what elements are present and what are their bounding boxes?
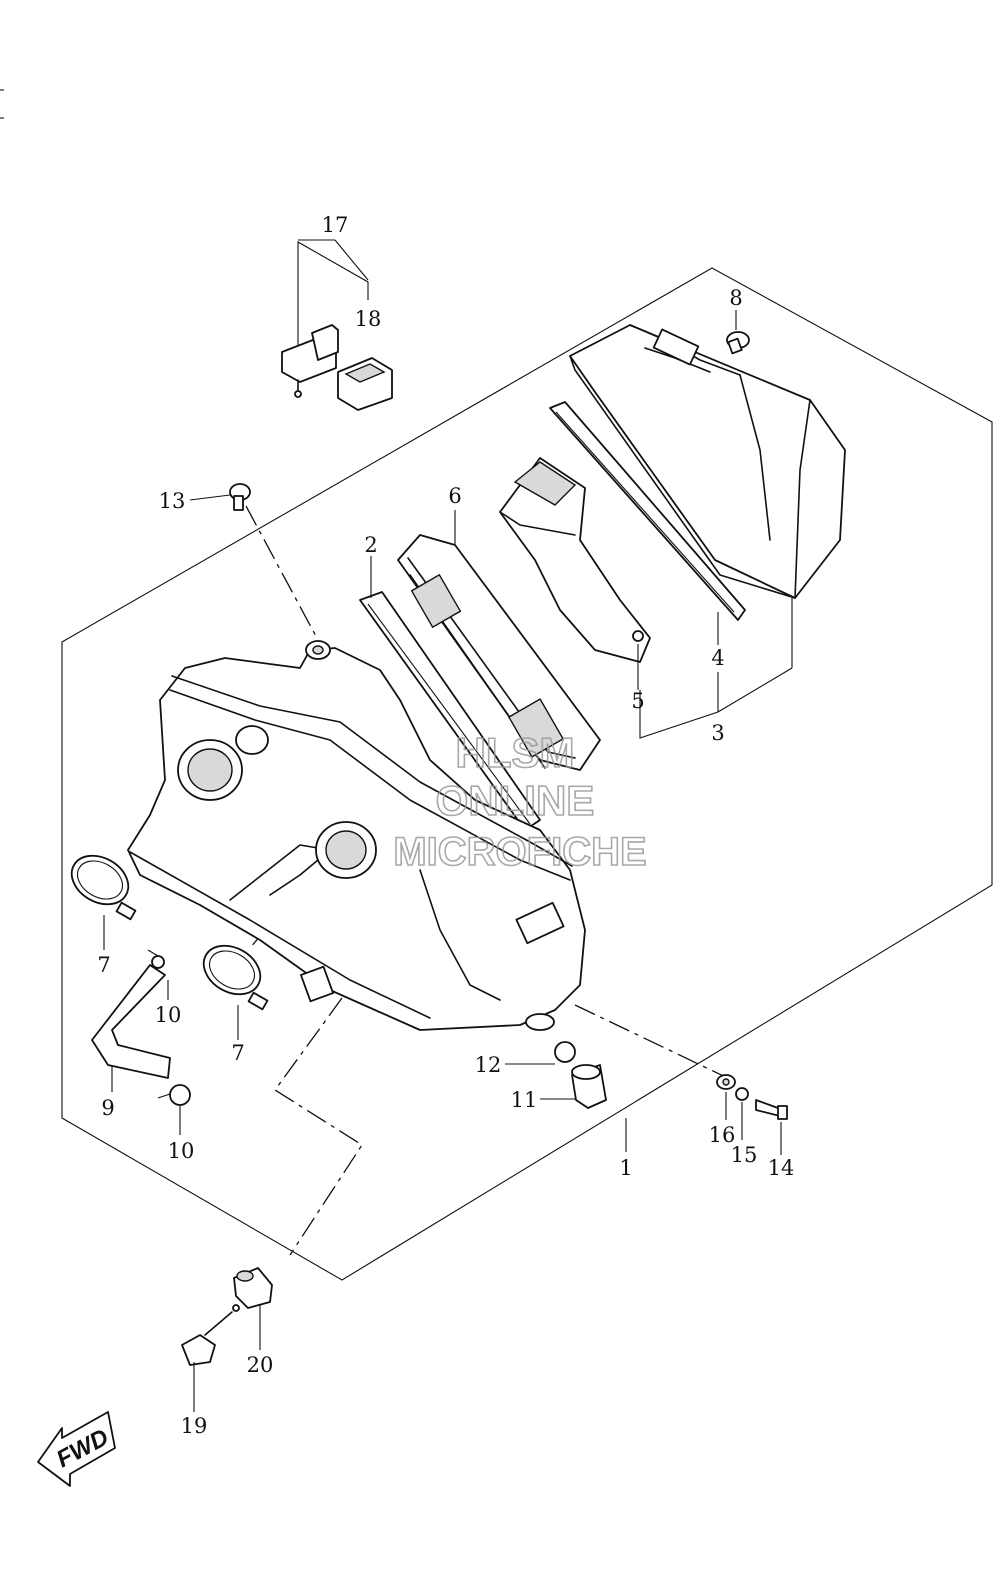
part-15-washer — [735, 1087, 749, 1101]
fwd-arrow: FWD — [37, 1411, 116, 1487]
watermark: HLSM ONLINE MICROFICHE — [393, 728, 648, 875]
callout-14: 14 — [768, 1156, 795, 1180]
callout-10-upper: 10 — [155, 1003, 182, 1027]
callout-12: 12 — [475, 1053, 502, 1077]
part-4-gasket — [549, 401, 746, 621]
gasket-inner — [555, 411, 735, 613]
part-11-cap — [571, 1064, 607, 1109]
callout-20: 20 — [247, 1353, 274, 1377]
callout-13: 13 — [159, 489, 186, 513]
part-5-duct — [499, 457, 651, 663]
part-8-screw — [726, 331, 750, 355]
part-16-washer — [716, 1074, 736, 1090]
callout-3: 3 — [711, 721, 724, 745]
part-3-housing-cover — [569, 324, 846, 599]
callout-6: 6 — [448, 484, 461, 508]
callout-18: 18 — [355, 307, 382, 331]
callout-9: 9 — [101, 1096, 114, 1120]
watermark-line-3: MICROFICHE — [393, 830, 646, 874]
callout-1: 1 — [619, 1156, 632, 1180]
callout-7-right: 7 — [231, 1041, 244, 1065]
bracket-17-18 — [297, 241, 369, 346]
watermark-line-1: HLSM — [456, 729, 575, 776]
callout-11: 11 — [511, 1088, 538, 1112]
callout-10-lower: 10 — [168, 1139, 195, 1163]
callout-4: 4 — [711, 646, 724, 670]
part-18-cap — [337, 357, 393, 411]
gasket-2-inner — [367, 603, 531, 825]
leader-lines — [103, 239, 793, 1412]
callout-5: 5 — [631, 689, 644, 713]
callout-labels: 17 18 8 13 6 2 4 5 3 7 7 10 9 10 12 11 1… — [97, 213, 794, 1438]
part-20-grommet — [233, 1267, 273, 1309]
callout-16: 16 — [709, 1123, 736, 1147]
part-1-case — [127, 640, 586, 1031]
part-17-sensor — [281, 324, 339, 398]
part-13-bolt — [229, 483, 251, 511]
part-14-bolt — [755, 1099, 788, 1120]
callout-19: 19 — [181, 1414, 208, 1438]
assembly-outline — [61, 267, 993, 1281]
callout-2: 2 — [364, 533, 377, 557]
callout-17: 17 — [322, 213, 349, 237]
part-2-gasket — [359, 591, 541, 831]
part-7-clamp-left — [70, 854, 137, 921]
callout-15: 15 — [731, 1143, 758, 1167]
part-9-hose — [91, 964, 171, 1079]
callout-8: 8 — [729, 286, 742, 310]
part-10-clip-upper — [147, 949, 165, 969]
part-19-drain-plug — [181, 1304, 240, 1366]
part-10-clip-lower — [157, 1084, 191, 1106]
part-6-filter — [397, 534, 601, 771]
part-12-clamp — [554, 1041, 576, 1063]
edge-marks — [0, 89, 4, 119]
part-7-clamp-right — [202, 944, 269, 1011]
callout-7-left: 7 — [97, 953, 110, 977]
watermark-line-2: ONLINE — [436, 777, 595, 824]
